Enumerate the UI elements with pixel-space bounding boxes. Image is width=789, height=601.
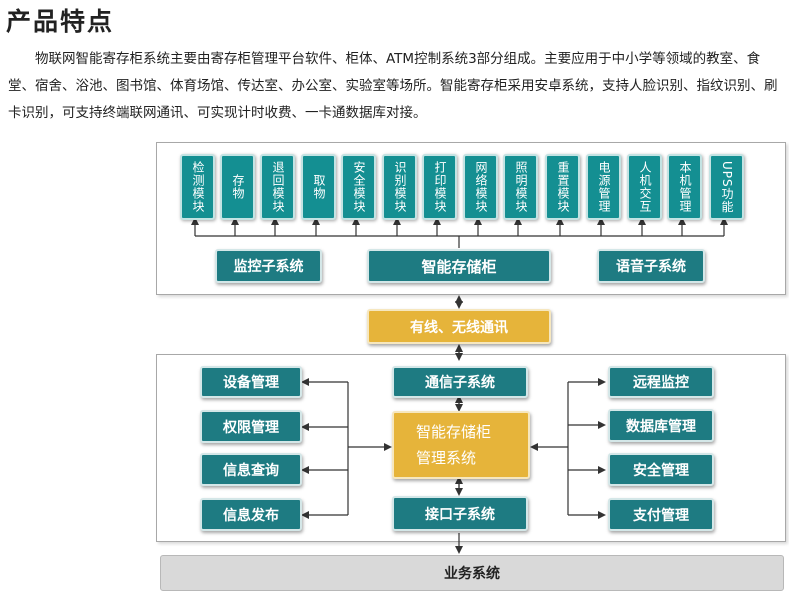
management-system-line1: 智能存储柜 — [416, 423, 492, 441]
permission-mgmt-box: 权限管理 — [200, 410, 302, 443]
module-identify: 识别模块 — [382, 154, 417, 220]
comm-subsystem-box: 通信子系统 — [392, 366, 528, 398]
module-network: 网络模块 — [463, 154, 498, 220]
module-reset: 重置模块 — [545, 154, 580, 220]
module-hci: 人机交互 — [627, 154, 662, 220]
info-query-box: 信息查询 — [200, 453, 302, 486]
database-mgmt-box: 数据库管理 — [608, 409, 714, 442]
interface-subsystem-box: 接口子系统 — [392, 496, 528, 531]
intro-paragraph: 物联网智能寄存柜系统主要由寄存柜管理平台软件、柜体、ATM控制系统3部分组成。主… — [8, 51, 778, 121]
voice-subsystem-box: 语音子系统 — [597, 249, 705, 283]
communication-box: 有线、无线通讯 — [367, 309, 551, 344]
security-mgmt-box: 安全管理 — [608, 453, 714, 486]
smart-locker-box: 智能存储柜 — [367, 249, 551, 283]
module-retrieve: 取物 — [301, 154, 336, 220]
business-system-box: 业务系统 — [160, 555, 784, 591]
module-local-mgmt: 本机管理 — [667, 154, 702, 220]
page-title: 产品特点 — [6, 7, 115, 36]
monitor-subsystem-box: 监控子系统 — [215, 249, 322, 283]
device-mgmt-box: 设备管理 — [200, 366, 302, 398]
module-print: 打印模块 — [422, 154, 457, 220]
management-system-line2: 管理系统 — [416, 449, 477, 467]
module-detect: 检测模块 — [180, 154, 215, 220]
module-return: 退回模块 — [260, 154, 295, 220]
remote-monitor-box: 远程监控 — [608, 366, 714, 398]
module-ups: UPS功能 — [709, 154, 744, 220]
module-store: 存物 — [220, 154, 255, 220]
management-system-box: 智能存储柜 管理系统 — [392, 411, 530, 479]
module-power: 电源管理 — [586, 154, 621, 220]
module-lighting: 照明模块 — [503, 154, 538, 220]
payment-mgmt-box: 支付管理 — [608, 498, 714, 531]
info-publish-box: 信息发布 — [200, 498, 302, 531]
module-security: 安全模块 — [341, 154, 376, 220]
